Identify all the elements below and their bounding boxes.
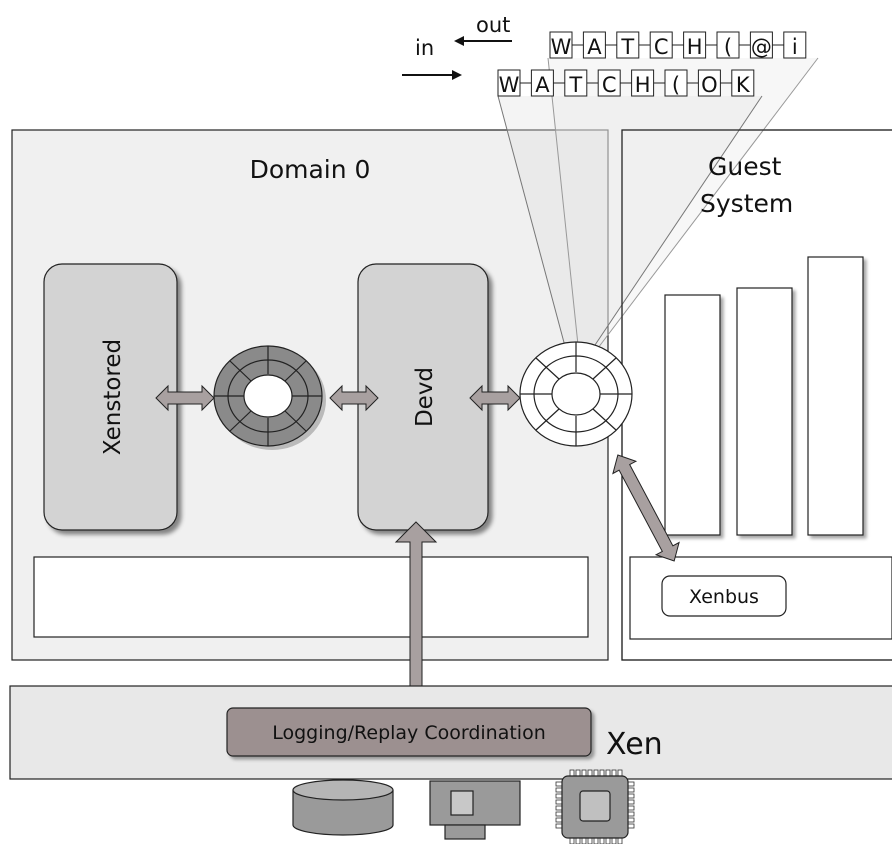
xen-label: Xen xyxy=(606,727,663,762)
chip-pin xyxy=(594,838,598,844)
out-arrowhead-icon xyxy=(454,36,464,46)
chip-pin xyxy=(600,770,604,776)
chip-pin xyxy=(570,838,574,844)
chip-pin xyxy=(628,782,634,786)
ring_out-cell-char: W xyxy=(551,35,572,59)
chip-pin xyxy=(600,838,604,844)
ring_in-cell-char: W xyxy=(499,73,520,97)
chip-pin xyxy=(612,770,616,776)
domain0-kernel-box xyxy=(34,557,588,637)
chip-pin xyxy=(556,788,562,792)
ring_in-cell-char: T xyxy=(568,73,582,97)
ring_out-cell-char: A xyxy=(587,35,602,59)
disk-icon xyxy=(293,780,393,835)
chip-pin xyxy=(606,838,610,844)
domain0-label: Domain 0 xyxy=(250,155,371,184)
ring_out-cell-char: i xyxy=(792,35,798,59)
chip-pin xyxy=(628,806,634,810)
chip-pin xyxy=(628,800,634,804)
chip-pin xyxy=(588,770,592,776)
guest-system-label-line1: Guest xyxy=(708,152,782,181)
ring_in-cell-char: A xyxy=(535,73,550,97)
chip-pin xyxy=(606,770,610,776)
chip-pin xyxy=(576,838,580,844)
chip-pin xyxy=(628,812,634,816)
chip-pin xyxy=(618,838,622,844)
chip-pin xyxy=(570,770,574,776)
guest-process-2 xyxy=(737,288,792,535)
guest-process-3 xyxy=(808,257,863,535)
chip-pin xyxy=(628,818,634,822)
ring_out-cell-char: @ xyxy=(751,35,772,59)
chip-pin xyxy=(556,800,562,804)
out-label: out xyxy=(476,13,510,37)
in-label: in xyxy=(415,36,434,60)
ring_out-cell-char: T xyxy=(620,35,634,59)
ring_in-cell-char: O xyxy=(701,73,718,97)
chip-pin xyxy=(556,818,562,822)
ring_in-cell-char: H xyxy=(635,73,651,97)
chip-pin xyxy=(618,770,622,776)
chip-pin xyxy=(582,770,586,776)
guest-system-label-line2: System xyxy=(700,189,793,218)
chip-pin xyxy=(628,794,634,798)
chip-pin xyxy=(556,812,562,816)
guest-ring-buffer-icon xyxy=(520,342,632,446)
ring_out-cell-char: C xyxy=(654,35,669,59)
chip-pin xyxy=(556,806,562,810)
network-card-icon xyxy=(430,781,520,839)
chip-pin xyxy=(582,838,586,844)
chip-pin xyxy=(576,770,580,776)
ring_out-cell-char: H xyxy=(687,35,703,59)
devd-label: Devd xyxy=(412,367,438,427)
chip-pin xyxy=(612,838,616,844)
ring_in-cell-char: C xyxy=(602,73,617,97)
cpu-chip-icon xyxy=(556,770,634,844)
ring_out-cell-char: ( xyxy=(724,35,732,59)
chip-pin xyxy=(588,838,592,844)
xenstored-label: Xenstored xyxy=(100,339,126,455)
guest-process-1 xyxy=(665,295,720,535)
ring_in-cell-char: ( xyxy=(672,73,680,97)
xenbus-label: Xenbus xyxy=(689,586,759,608)
chip-pin xyxy=(556,824,562,828)
coordination-label: Logging/Replay Coordination xyxy=(272,722,546,744)
chip-pin xyxy=(628,824,634,828)
ring_in-cell-char: K xyxy=(736,73,751,97)
in-arrowhead-icon xyxy=(452,70,462,80)
chip-pin xyxy=(594,770,598,776)
chip-pin xyxy=(628,788,634,792)
chip-pin xyxy=(556,794,562,798)
chip-pin xyxy=(556,782,562,786)
